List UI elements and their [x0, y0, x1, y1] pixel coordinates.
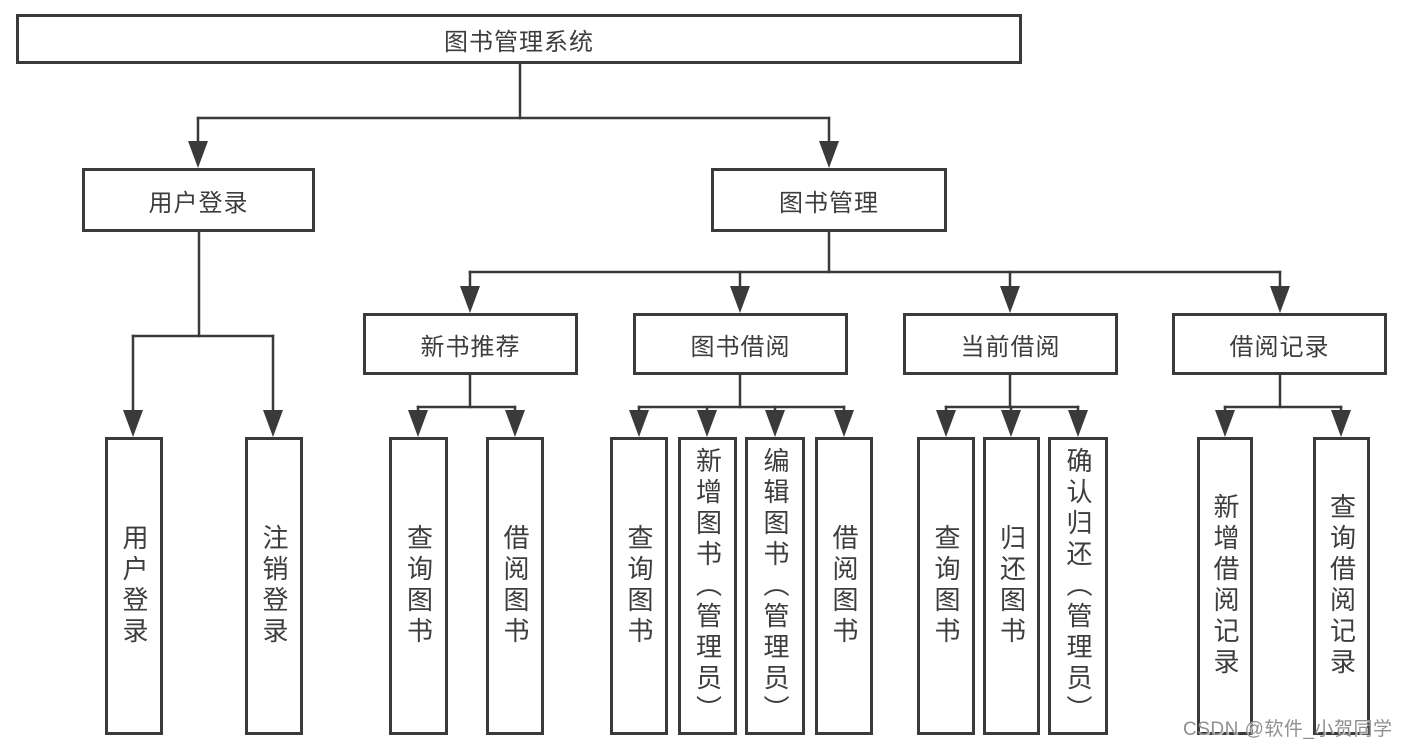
arrowheads — [123, 141, 1351, 437]
node-label: 借阅图书 — [829, 524, 859, 648]
leaf-current-confirm-return-admin: 确认归还（管理员） — [1048, 437, 1108, 735]
node-label: 新增借阅记录 — [1210, 493, 1240, 679]
leaf-records-query-record: 查询借阅记录 — [1313, 437, 1370, 735]
arrowhead — [1215, 410, 1235, 437]
arrowhead — [1001, 410, 1021, 437]
arrowhead — [629, 410, 649, 437]
csdn-watermark: CSDN @软件_小贺同学 — [1183, 719, 1393, 740]
leaf-borrow-edit-books-admin: 编辑图书（管理员） — [745, 437, 805, 735]
leaf-user-login: 用户登录 — [105, 437, 163, 735]
leaf-borrow-borrow-books: 借阅图书 — [815, 437, 873, 735]
arrowhead — [263, 410, 283, 437]
node-current-borrow: 当前借阅 — [903, 313, 1118, 375]
arrowhead — [765, 410, 785, 437]
node-user-login: 用户登录 — [82, 168, 315, 232]
node-book-management: 图书管理 — [711, 168, 947, 232]
node-label: 确认归还（管理员） — [1063, 446, 1093, 726]
node-label: 用户登录 — [148, 189, 249, 217]
arrowhead — [460, 286, 480, 313]
leaf-borrow-query-books: 查询图书 — [610, 437, 668, 735]
node-label: 编辑图书（管理员） — [760, 446, 790, 726]
node-label: 当前借阅 — [960, 333, 1061, 361]
node-root: 图书管理系统 — [16, 14, 1022, 64]
leaf-logout: 注销登录 — [245, 437, 303, 735]
node-label: 查询图书 — [624, 524, 654, 648]
node-label: 新增图书（管理员） — [692, 446, 723, 726]
node-label: 借阅记录 — [1229, 333, 1330, 361]
arrowhead — [834, 410, 854, 437]
node-label: 借阅图书 — [500, 524, 530, 648]
node-label: 用户登录 — [119, 524, 149, 648]
node-label: 查询图书 — [931, 524, 961, 648]
node-label: 查询图书 — [403, 524, 434, 648]
node-label: 图书管理 — [779, 189, 879, 217]
node-label: 归还图书 — [996, 524, 1027, 648]
leaf-records-add-record: 新增借阅记录 — [1197, 437, 1253, 735]
arrowhead — [123, 410, 143, 437]
leaf-current-return-books: 归还图书 — [983, 437, 1040, 735]
arrowhead — [408, 410, 428, 437]
arrowhead — [1000, 286, 1020, 313]
leaf-current-query-books: 查询图书 — [917, 437, 975, 735]
arrowhead — [697, 410, 717, 437]
arrowhead — [730, 286, 750, 313]
node-label: 查询借阅记录 — [1326, 493, 1357, 679]
arrowhead — [1068, 410, 1088, 437]
node-label: 图书管理系统 — [444, 28, 594, 56]
arrowhead — [819, 141, 839, 168]
arrowhead — [1270, 286, 1290, 313]
node-label: 新书推荐 — [420, 333, 521, 361]
leaf-newrec-query-books: 查询图书 — [389, 437, 448, 735]
node-new-book-recommend: 新书推荐 — [363, 313, 578, 375]
node-book-borrow: 图书借阅 — [633, 313, 848, 375]
node-label: 图书借阅 — [690, 333, 791, 361]
node-borrow-records: 借阅记录 — [1172, 313, 1387, 375]
arrowhead — [505, 410, 525, 437]
leaf-newrec-borrow-books: 借阅图书 — [486, 437, 544, 735]
leaf-borrow-add-books-admin: 新增图书（管理员） — [678, 437, 737, 735]
arrowhead — [1331, 410, 1351, 437]
node-label: 注销登录 — [259, 524, 289, 648]
arrowhead — [188, 141, 208, 168]
arrowhead — [936, 410, 956, 437]
